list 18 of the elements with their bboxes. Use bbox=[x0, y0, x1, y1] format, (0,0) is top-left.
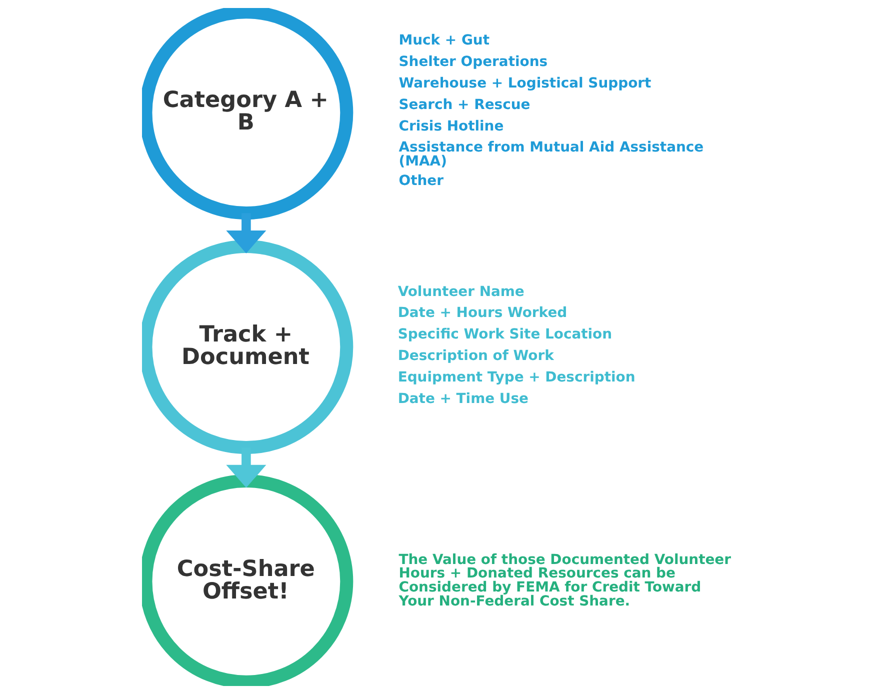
node-label: The Value of those Documented Volunteer Hours + Donated Resources can be Considered by FEMA for Credit Toward Your Non-Federal Cost Share. bbox=[398, 552, 732, 610]
node-label: Warehouse + Logistical Support bbox=[398, 75, 652, 92]
node-label: Date + Hours Worked bbox=[398, 305, 568, 322]
node-label: Shelter Operations bbox=[398, 54, 548, 70]
node-label: Specific Work Site Location bbox=[398, 326, 612, 343]
node-label: Other bbox=[398, 173, 444, 190]
node-circle: Track + Document bbox=[142, 240, 354, 454]
arrow bbox=[226, 213, 266, 254]
node-label: Search + Rescue bbox=[398, 96, 530, 113]
node-circle: Category A + B bbox=[142, 8, 354, 220]
node-label: Volunteer Name bbox=[398, 284, 524, 300]
node-label: Description of Work bbox=[398, 348, 554, 364]
node-circle: Cost-Share Offset! bbox=[142, 474, 354, 686]
node-label: Crisis Hotline bbox=[398, 118, 504, 134]
node-label: Date + Time Use bbox=[398, 390, 528, 407]
node-label: Muck + Gut bbox=[398, 32, 490, 49]
node-label: Assistance from Mutual Aid Assistance (MAA) bbox=[398, 140, 704, 170]
node-label: Equipment Type + Description bbox=[398, 369, 636, 386]
